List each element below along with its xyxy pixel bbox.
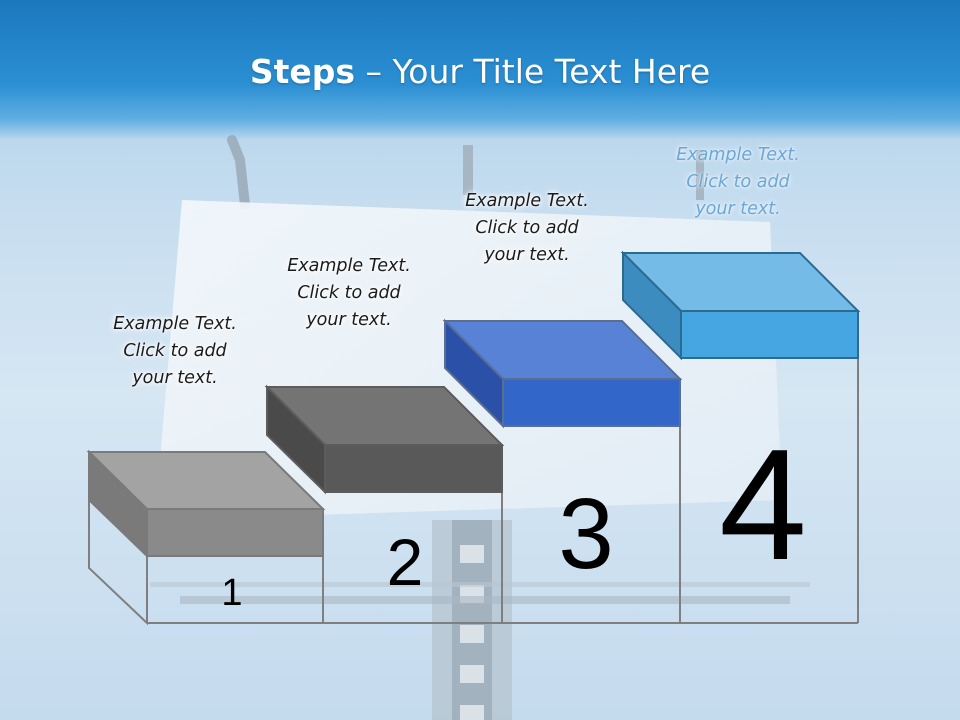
step-1-outline bbox=[88, 452, 148, 626]
step-2-text-placeholder[interactable]: Example Text. Click to add your text. bbox=[287, 256, 411, 330]
step-2-block[interactable] bbox=[264, 384, 505, 495]
step-3-number: 3 bbox=[558, 478, 614, 590]
step-1-block[interactable] bbox=[86, 449, 326, 559]
step-2-number: 2 bbox=[387, 525, 424, 599]
step-3-front bbox=[502, 378, 681, 427]
step-1-number: 1 bbox=[221, 572, 242, 614]
slide-title[interactable]: Steps – Your Title Text Here bbox=[0, 52, 960, 91]
step-3-block[interactable] bbox=[442, 318, 683, 429]
step-4-front bbox=[680, 310, 859, 359]
title-bold-part: Steps bbox=[249, 52, 356, 91]
step-4-number: 4 bbox=[719, 417, 807, 593]
step-3-text-placeholder[interactable]: Example Text. Click to add your text. bbox=[465, 191, 589, 265]
step-2-front bbox=[324, 444, 503, 493]
title-rest-part: – Your Title Text Here bbox=[355, 52, 711, 91]
step-4-block[interactable] bbox=[620, 250, 861, 361]
step-1-text-placeholder[interactable]: Example Text. Click to add your text. bbox=[113, 314, 237, 388]
title-bar bbox=[0, 0, 960, 140]
step-1-front bbox=[146, 508, 324, 557]
step-4-text-placeholder[interactable]: Example Text. Click to add your text. bbox=[676, 145, 800, 219]
